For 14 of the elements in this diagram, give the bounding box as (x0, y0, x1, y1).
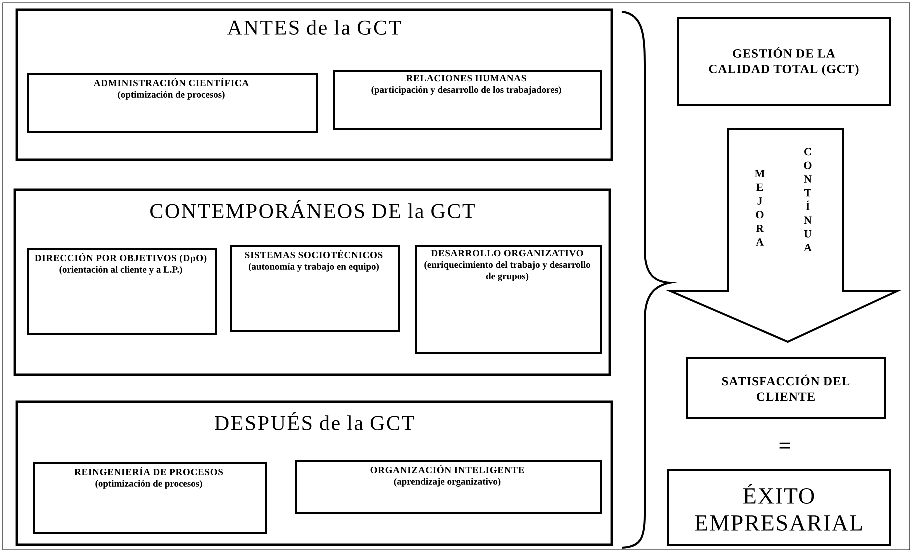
concept-box: SATISFACCIÓN DEL CLIENTE (686, 357, 886, 419)
vertical-label: MEJORA (755, 170, 765, 246)
concept-box: SISTEMAS SOCIOTÉCNICOS (autonomía y trabajo en equipo) (230, 245, 400, 332)
vertical-label: CONTÍNUA (804, 148, 812, 252)
concept-box: GESTIÓN DE LA CALIDAD TOTAL (GCT) (677, 17, 891, 106)
block-arrow (665, 128, 903, 344)
concept-box: REINGENIERÍA DE PROCESOS (optimización de procesos) (33, 462, 267, 534)
equals-sign: = (780, 442, 790, 449)
result-box: ÉXITO EMPRESARIAL (667, 469, 891, 546)
concept-box: DIRECCIÓN POR OBJETIVOS (DpO) (orientación al cliente y a L.P.) (27, 248, 217, 335)
concept-box: ADMINISTRACIÓN CIENTÍFICA (optimización de procesos) (27, 73, 318, 133)
concept-box: RELACIONES HUMANAS (participación y desarrollo de los trabajadores) (333, 70, 602, 130)
concept-box: ORGANIZACIÓN INTELIGENTE (aprendizaje organizativo) (295, 460, 602, 514)
concept-box: DESARROLLO ORGANIZATIVO (enriquecimiento del trabajo y desarrollo de grupos) (415, 245, 602, 354)
